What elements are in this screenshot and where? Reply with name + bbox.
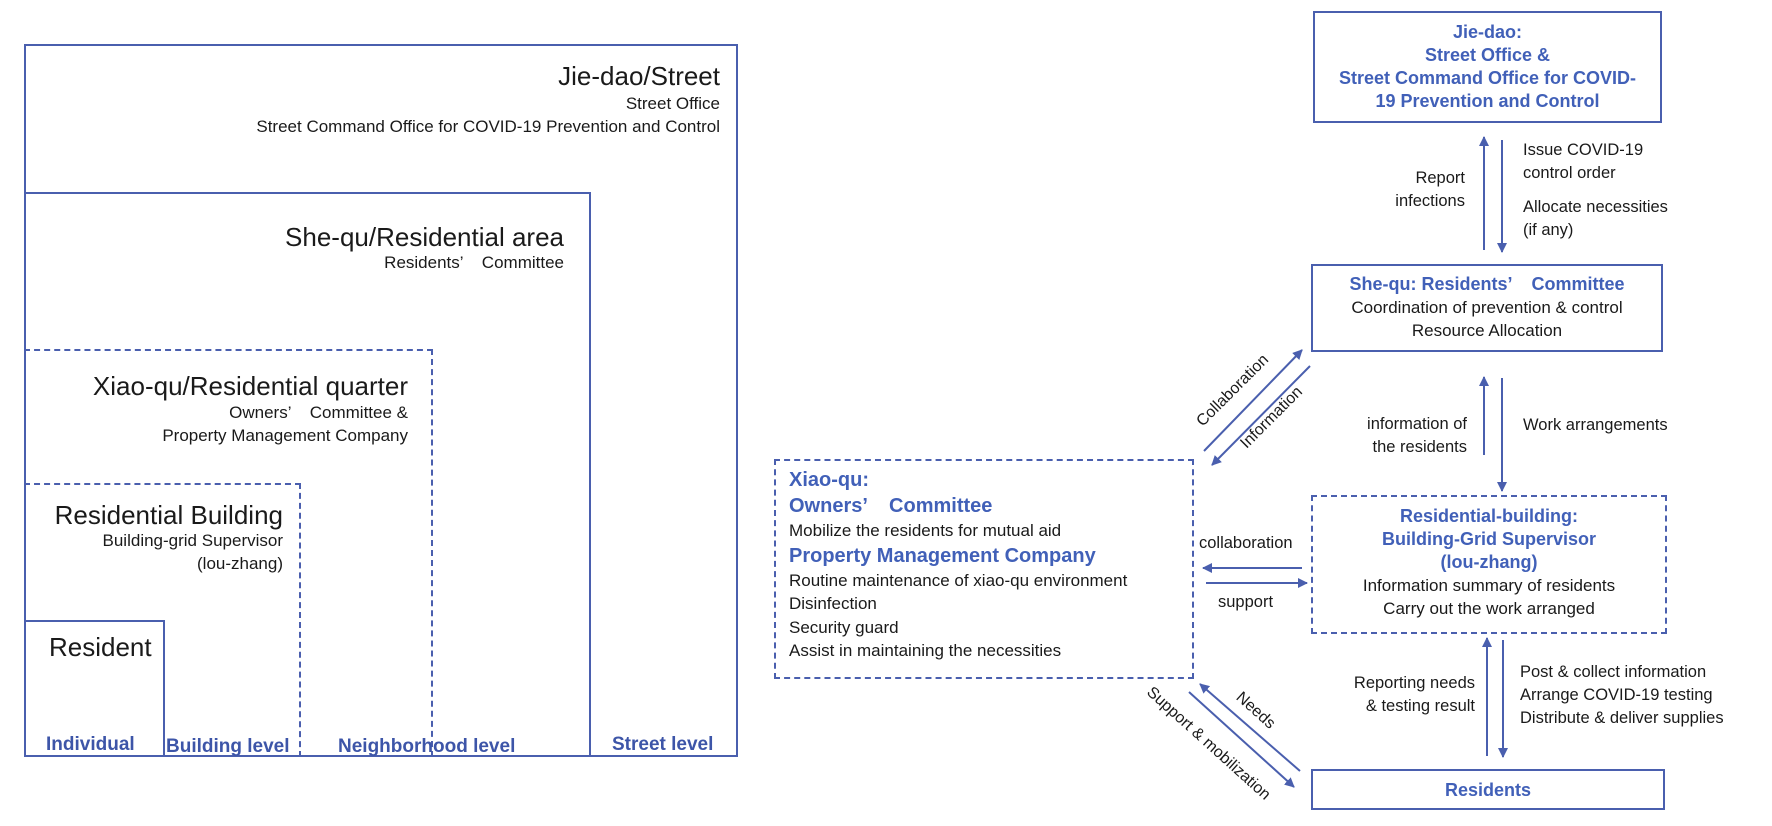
level-individual: Individual — [46, 734, 135, 755]
label-report: Report — [1415, 169, 1465, 187]
building-box-line3: (lou-zhang) — [1440, 552, 1538, 572]
building-box-line1: Residential-building: — [1400, 506, 1578, 526]
resident-title: Resident — [49, 632, 152, 662]
label-alloc-1: Allocate necessities — [1523, 198, 1668, 216]
building-box: Residential-building: Building-Grid Supe… — [1311, 495, 1667, 634]
label-issue-1: Issue COVID-19 — [1523, 141, 1644, 159]
xiaoqu-box-task2: Disinfection — [789, 594, 877, 613]
label-infections: infections — [1395, 192, 1465, 210]
shequ-title: She-qu/Residential area — [285, 222, 564, 252]
label-info-of: information of — [1367, 415, 1467, 433]
street-command-label: Street Command Office for COVID-19 Preve… — [256, 117, 720, 136]
arrow-needs-diag — [1199, 683, 1301, 772]
label-collaboration: collaboration — [1199, 534, 1293, 552]
building-supervisor-label: Building-grid Supervisor — [102, 531, 283, 550]
shequ-box-line2: Resource Allocation — [1411, 321, 1563, 340]
arrow-support-mob-diag — [1188, 691, 1295, 788]
xiaoqu-box-title: Xiao-qu: — [789, 469, 869, 491]
xiaoqu-box-owners-task: Mobilize the residents for mutual aid — [789, 521, 1062, 540]
building-box-line2: Building-Grid Supervisor — [1381, 529, 1596, 549]
xiaoqu-box-task1: Routine maintenance of xiao-qu environme… — [789, 570, 1128, 590]
resident-level-box — [24, 620, 165, 757]
shequ-box-line1: Coordination of prevention & control — [1351, 298, 1623, 317]
label-post: Post & collect information — [1520, 663, 1707, 681]
building-box-line5: Carry out the work arranged — [1383, 599, 1595, 618]
residents-box: Residents — [1311, 769, 1665, 810]
label-work-arrangements: Work arrangements — [1523, 416, 1668, 434]
level-building: Building level — [166, 736, 290, 757]
xiaoqu-title: Xiao-qu/Residential quarter — [92, 371, 408, 401]
shequ-committee-label: Residents’ Committee — [384, 253, 564, 272]
label-arrange: Arrange COVID-19 testing — [1520, 686, 1713, 704]
shequ-box: She-qu: Residents’ Committee Coordinatio… — [1311, 264, 1663, 352]
label-support: support — [1218, 593, 1274, 611]
label-testing-result: & testing result — [1365, 697, 1475, 715]
xiaoqu-box-owners: Owners’ Committee — [789, 495, 993, 517]
xiaoqu-box-task3: Security guard — [789, 617, 899, 637]
xiaoqu-box: Xiao-qu: Owners’ Committee Mobilize the … — [774, 459, 1194, 679]
jiedao-line1: Jie-dao: — [1452, 22, 1522, 42]
building-title: Residential Building — [54, 500, 283, 530]
street-office-label: Street Office — [625, 94, 720, 113]
street-title: Jie-dao/Street — [558, 61, 720, 91]
label-distribute: Distribute & deliver supplies — [1520, 709, 1724, 727]
label-issue-2: control order — [1523, 164, 1616, 182]
xiaoqu-pmc-label: Property Management Company — [162, 426, 408, 445]
level-neighborhood: Neighborhood level — [338, 736, 516, 757]
label-reporting-needs: Reporting needs — [1353, 674, 1475, 692]
residents-box-title: Residents — [1444, 780, 1532, 800]
label-alloc-2: (if any) — [1523, 221, 1574, 239]
jiedao-line2: Street Office & — [1424, 45, 1551, 65]
xiaoqu-box-task4: Assist in maintaining the necessities — [789, 641, 1062, 660]
jiedao-box: Jie-dao: Street Office & Street Command … — [1313, 11, 1662, 123]
xiaoqu-owners-label: Owners’ Committee & — [229, 403, 408, 422]
arrow-information-diag — [1211, 365, 1311, 466]
level-street: Street level — [612, 734, 714, 755]
xiaoqu-box-pmc: Property Management Company — [789, 544, 1096, 567]
jiedao-line3: Street Command Office for COVID- — [1338, 68, 1637, 88]
jiedao-line4: 19 Prevention and Control — [1375, 91, 1600, 111]
arrow-collaboration-diag — [1203, 349, 1303, 452]
shequ-box-title: She-qu: Residents’ Committee — [1349, 274, 1625, 294]
building-box-line4: Information summary of residents — [1362, 576, 1616, 595]
label-the-residents: the residents — [1372, 438, 1467, 456]
building-louzhang-label: (lou-zhang) — [197, 554, 283, 573]
